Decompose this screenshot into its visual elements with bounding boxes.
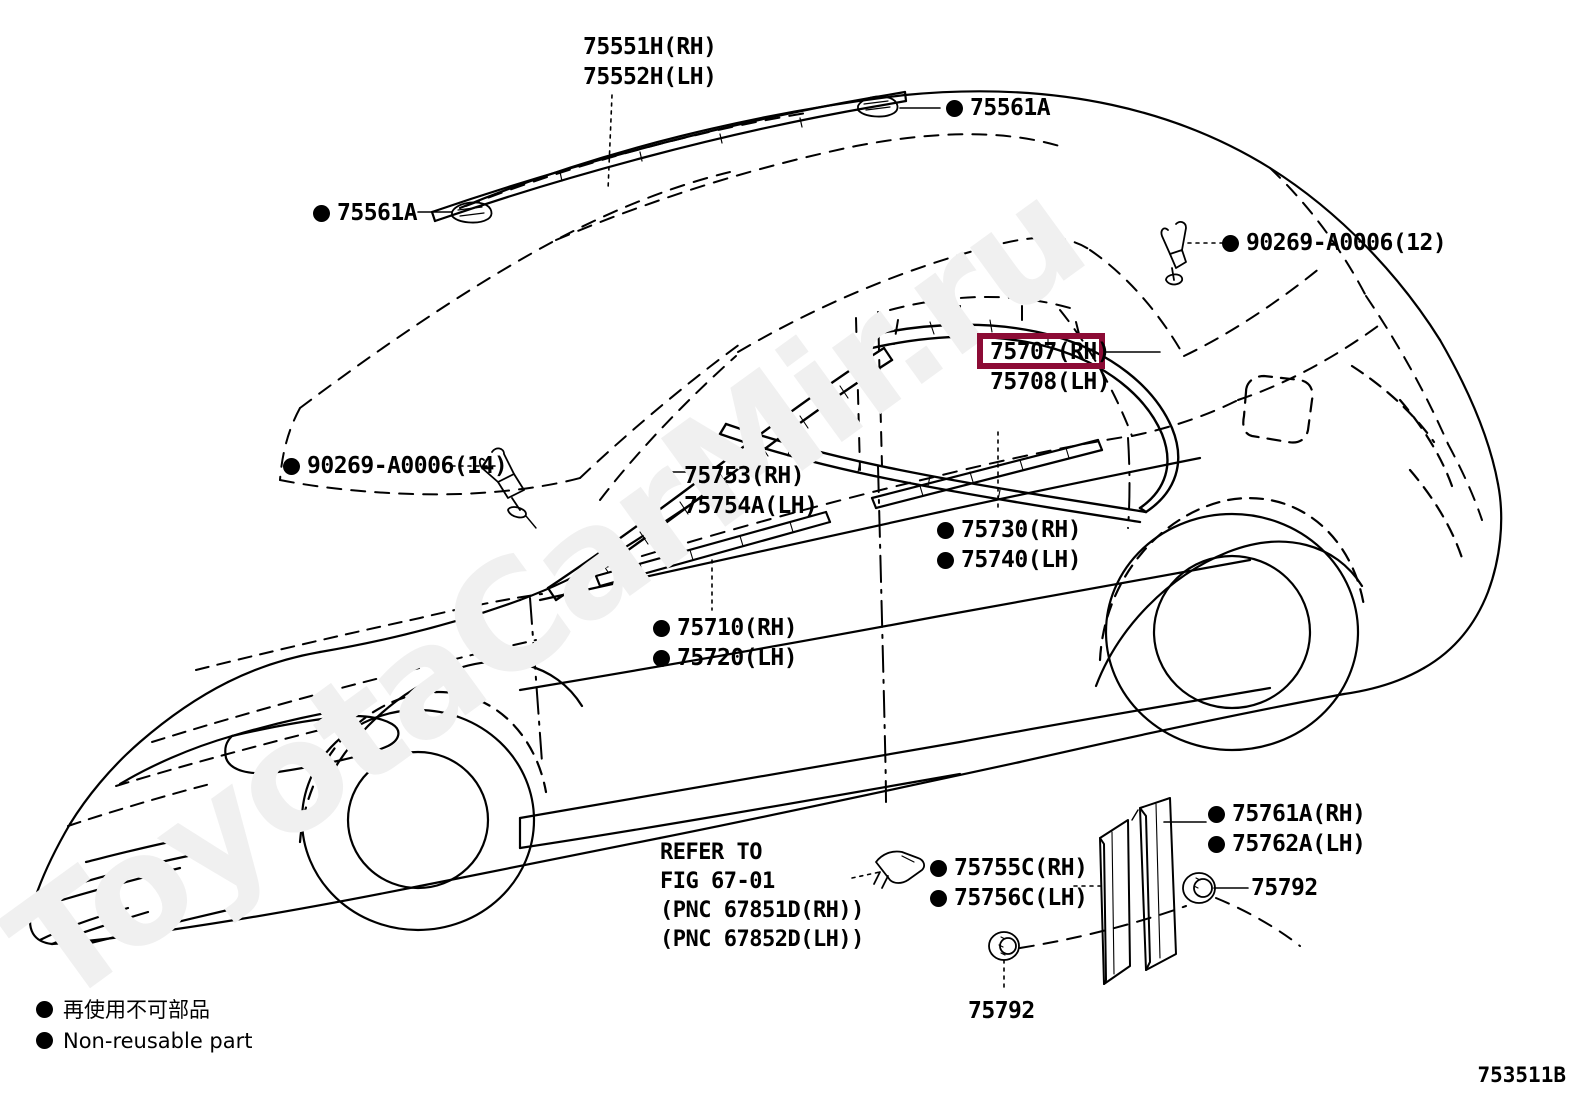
rear-wheel xyxy=(1098,497,1366,752)
roof-drip-moulding xyxy=(430,90,908,223)
label-75761a-text: 75761A(RH) xyxy=(1232,801,1366,827)
label-75753-line1: 75753(RH) xyxy=(684,463,805,489)
label-75552h-line2: 75552H(LH) xyxy=(583,64,717,90)
label-75761a[interactable]: 75761A(RH) 75762A(LH) xyxy=(1208,799,1366,859)
label-75561a-top-text: 75561A xyxy=(970,95,1051,121)
garnish-mount-dashed xyxy=(1019,897,1301,949)
label-75551h[interactable]: 75551H(RH) 75552H(LH) xyxy=(583,32,717,92)
cowl-moulding-part xyxy=(873,850,925,889)
clip-90269-12 xyxy=(1160,221,1187,286)
roof-clip-left xyxy=(451,201,493,224)
quarter-window-moulding-part xyxy=(718,319,1180,524)
label-75754a-line2: 75754A(LH) xyxy=(684,493,818,519)
label-75708[interactable]: 75708(LH) xyxy=(990,367,1111,397)
refer-line-1: REFER TO xyxy=(660,840,762,865)
label-75710-row: 75710(RH) xyxy=(653,613,798,643)
non-reusable-bullet-icon xyxy=(36,1032,53,1049)
label-75792-bottom-text: 75792 xyxy=(968,998,1035,1024)
greenhouse-glass-dashed xyxy=(279,111,1483,571)
body-outline xyxy=(28,90,1503,946)
label-75792-right-text: 75792 xyxy=(1251,875,1318,901)
label-75551h-line1: 75551H(RH) xyxy=(583,34,717,60)
legend-row-english: Non-reusable part xyxy=(36,1026,252,1057)
front-end-details xyxy=(38,706,400,948)
label-75730-row: 75730(RH) xyxy=(937,515,1082,545)
non-reusable-bullet-icon xyxy=(36,1001,53,1018)
legend-japanese-text: 再使用不可部品 xyxy=(63,998,210,1022)
refer-line-4: (PNC 67852D(LH)) xyxy=(660,927,864,952)
non-reusable-bullet-icon xyxy=(1208,806,1225,823)
clip-90269-14 xyxy=(478,447,537,529)
fuel-filler-door xyxy=(1242,374,1314,444)
label-75755c-text: 75755C(RH) xyxy=(954,855,1088,881)
label-75708-text: 75708(LH) xyxy=(990,369,1111,395)
grommet-right xyxy=(1182,872,1216,904)
label-90269-14-text: 90269-A0006(14) xyxy=(307,453,508,479)
label-75755c-row: 75755C(RH) xyxy=(930,853,1088,883)
label-75730-text: 75730(RH) xyxy=(961,517,1082,543)
door-shut-lines xyxy=(529,437,1131,803)
legend-english-text: Non-reusable part xyxy=(63,1029,253,1053)
legend: 再使用不可部品 Non-reusable part xyxy=(36,995,252,1057)
label-90269-12-text: 90269-A0006(12) xyxy=(1246,230,1447,256)
non-reusable-bullet-icon xyxy=(937,552,954,569)
label-75740-row: 75740(LH) xyxy=(937,545,1082,575)
label-75561a-left[interactable]: 75561A xyxy=(313,198,418,228)
hood-creases xyxy=(67,593,543,827)
non-reusable-bullet-icon xyxy=(313,205,330,222)
rear-lamp-detail xyxy=(1350,364,1464,560)
roof-clip-top xyxy=(857,95,899,118)
non-reusable-bullet-icon xyxy=(653,620,670,637)
non-reusable-bullet-icon xyxy=(937,522,954,539)
side-body-details xyxy=(314,456,1364,850)
non-reusable-bullet-icon xyxy=(946,100,963,117)
refer-to-block[interactable]: REFER TO FIG 67-01 (PNC 67851D(RH)) (PNC… xyxy=(660,838,864,954)
non-reusable-bullet-icon xyxy=(1222,235,1239,252)
label-75720-text: 75720(LH) xyxy=(677,645,798,671)
label-75792-right[interactable]: 75792 xyxy=(1251,873,1318,903)
label-75730[interactable]: 75730(RH) 75740(LH) xyxy=(937,515,1082,575)
leader-lines xyxy=(417,94,1249,993)
grommet-bottom xyxy=(988,931,1020,961)
label-75707-text: 75707(RH) xyxy=(990,339,1111,365)
label-75761a-row: 75761A(RH) xyxy=(1208,799,1366,829)
refer-line-3: (PNC 67851D(RH)) xyxy=(660,898,864,923)
label-75762a-text: 75762A(LH) xyxy=(1232,831,1366,857)
label-75710-text: 75710(RH) xyxy=(677,615,798,641)
highlight-box-75707 xyxy=(977,333,1105,369)
label-75792-bottom[interactable]: 75792 xyxy=(968,996,1035,1026)
label-90269-14[interactable]: 90269-A0006(14) xyxy=(283,451,508,481)
label-90269-12[interactable]: 90269-A0006(12) xyxy=(1222,228,1447,258)
label-75762a-row: 75762A(LH) xyxy=(1208,829,1366,859)
label-75740-text: 75740(LH) xyxy=(961,547,1082,573)
non-reusable-bullet-icon xyxy=(1208,836,1225,853)
label-75755c[interactable]: 75755C(RH) 75756C(LH) xyxy=(930,853,1088,913)
legend-row-japanese: 再使用不可部品 xyxy=(36,995,252,1026)
non-reusable-bullet-icon xyxy=(283,458,300,475)
belt-mouldings xyxy=(594,438,1104,588)
label-75710[interactable]: 75710(RH) 75720(LH) xyxy=(653,613,798,673)
label-75756c-text: 75756C(LH) xyxy=(954,885,1088,911)
label-75561a-top[interactable]: 75561A xyxy=(946,93,1051,123)
refer-line-2: FIG 67-01 xyxy=(660,869,775,894)
non-reusable-bullet-icon xyxy=(930,890,947,907)
label-75720-row: 75720(LH) xyxy=(653,643,798,673)
non-reusable-bullet-icon xyxy=(653,650,670,667)
pillar-garnish-parts xyxy=(1099,797,1177,985)
label-75561a-left-text: 75561A xyxy=(337,200,418,226)
label-75756c-row: 75756C(LH) xyxy=(930,883,1088,913)
non-reusable-bullet-icon xyxy=(930,860,947,877)
label-75707[interactable]: 75707(RH) xyxy=(990,337,1111,367)
label-75753[interactable]: 75753(RH) 75754A(LH) xyxy=(684,461,818,521)
figure-code: 753511B xyxy=(1477,1063,1566,1087)
front-wheel xyxy=(298,691,548,932)
